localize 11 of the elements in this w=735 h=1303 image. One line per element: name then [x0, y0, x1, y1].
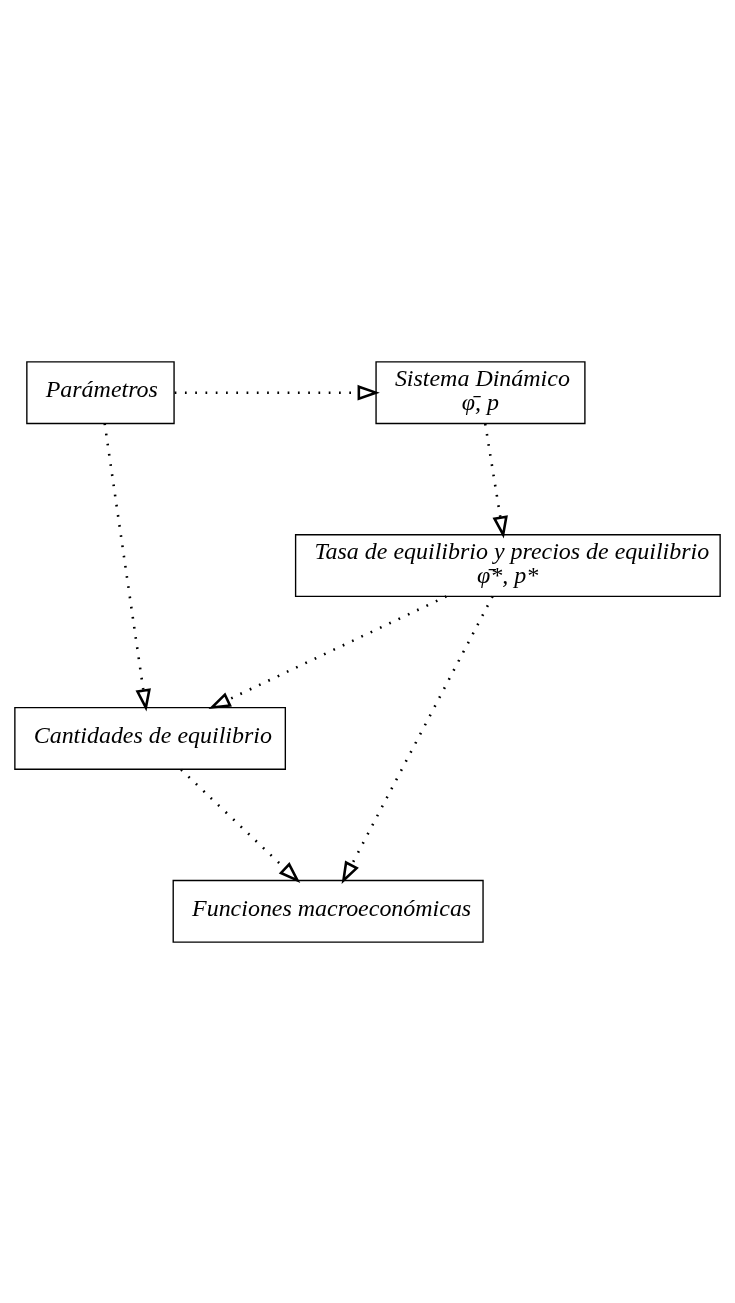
node-box: Sistema Dinámico φ̄, p: [375, 360, 586, 424]
node-box: Funciones macroeconómicas: [172, 879, 484, 943]
arrow: [208, 594, 447, 709]
node-box: Tasa de equilibrio y precios de equilibrio φ̄*, p*: [294, 533, 721, 597]
arrow: [341, 595, 494, 884]
node-box: Cantidades de equilibrio: [14, 706, 286, 770]
node-box: Parámetros: [26, 360, 175, 424]
arrow: [174, 384, 380, 400]
arrow: [484, 423, 508, 538]
arrow: [103, 422, 151, 711]
arrow: [180, 768, 301, 883]
